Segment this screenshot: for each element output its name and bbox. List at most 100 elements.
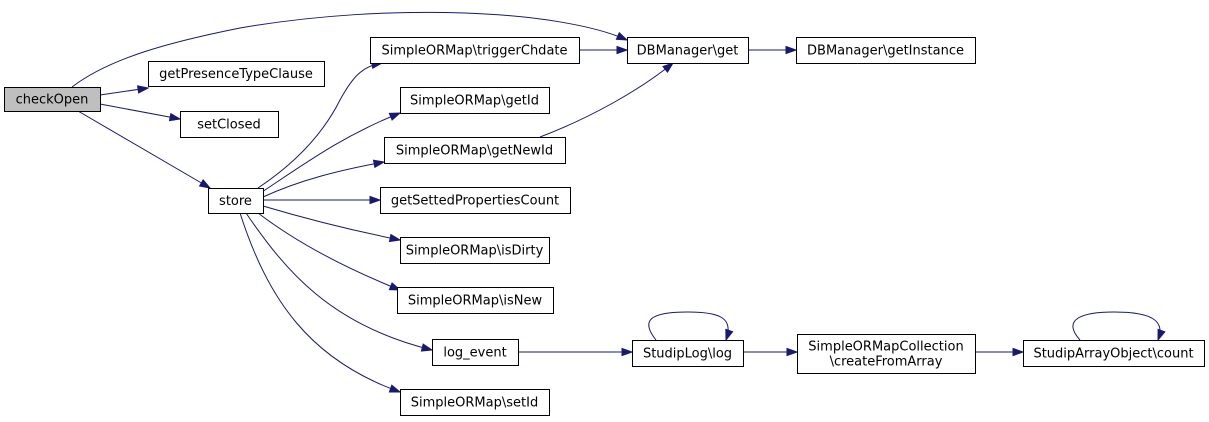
- edge-arrowhead: [1157, 328, 1166, 342]
- node-label: StudipLog\log: [643, 347, 732, 362]
- edge-arrowhead: [168, 112, 182, 122]
- edge-store-to-getId: [261, 112, 402, 193]
- edge-getNewId-to-dbget: [539, 62, 675, 138]
- node-dbget[interactable]: DBManager\get: [627, 37, 749, 64]
- edge-createFromArray-to-count: [975, 347, 1025, 357]
- edge-arrowhead: [372, 159, 386, 169]
- node-label: setClosed: [197, 118, 261, 133]
- edge-line: [71, 11, 628, 88]
- node-label: SimpleORMap\isNew: [408, 294, 543, 309]
- node-box: [208, 188, 264, 214]
- node-label: DBManager\get: [637, 44, 739, 59]
- node-checkOpen[interactable]: checkOpen: [4, 87, 101, 112]
- edge-arrowhead: [1012, 347, 1025, 357]
- edge-line: [1072, 311, 1161, 341]
- node-label: SimpleORMap\getId: [410, 94, 539, 109]
- edge-studiplog-to-createFromArray: [743, 347, 799, 357]
- node-box: [400, 237, 550, 264]
- edge-line: [245, 212, 433, 351]
- node-label: getPresenceTypeClause: [159, 67, 313, 82]
- edge-arrowhead: [388, 384, 402, 393]
- edge-log_event-to-studiplog: [518, 347, 634, 357]
- node-box: [632, 340, 744, 367]
- node-box: [400, 87, 550, 114]
- node-getPresenceTypeClause[interactable]: getPresenceTypeClause: [148, 61, 325, 87]
- edge-arrowhead: [786, 347, 799, 357]
- edge-arrowhead: [621, 347, 634, 357]
- node-store[interactable]: store: [208, 188, 264, 214]
- edge-arrowhead: [662, 62, 675, 73]
- node-label: getSettedPropertiesCount: [391, 194, 559, 209]
- node-box: [796, 37, 976, 64]
- edge-dbget-to-getInstance: [748, 45, 798, 55]
- edge-store-to-isDirty: [262, 205, 402, 243]
- node-box: [432, 339, 519, 366]
- node-getId[interactable]: SimpleORMap\getId: [400, 87, 550, 114]
- edge-line: [257, 212, 401, 291]
- edge-line: [262, 161, 385, 198]
- edge-line: [261, 112, 401, 193]
- edge-arrowhead: [136, 85, 150, 94]
- node-studiplog[interactable]: StudipLog\log: [632, 340, 744, 367]
- edges-layer: [71, 11, 1166, 393]
- node-getSettedPropertiesCount[interactable]: getSettedPropertiesCount: [380, 187, 571, 214]
- edge-arrowhead: [369, 195, 382, 205]
- edge-arrowhead: [198, 178, 212, 189]
- edge-store-to-log_event: [245, 212, 434, 352]
- node-box: [797, 334, 976, 374]
- edge-arrowhead: [725, 328, 734, 342]
- edge-store-to-isNew: [257, 212, 402, 291]
- node-log_event[interactable]: log_event: [432, 339, 519, 366]
- node-isDirty[interactable]: SimpleORMap\isDirty: [400, 237, 550, 264]
- node-label: log_event: [443, 346, 506, 361]
- edge-arrowhead: [388, 112, 402, 121]
- node-box: [148, 61, 325, 87]
- node-box: [180, 111, 279, 138]
- edge-checkOpen-to-dbget: [71, 11, 629, 88]
- edge-arrowhead: [420, 343, 434, 352]
- edge-checkOpen-to-getPresenceTypeClause: [99, 85, 150, 96]
- edge-arrowhead: [388, 233, 402, 243]
- node-setClosed[interactable]: setClosed: [180, 111, 279, 138]
- edge-arrowhead: [616, 45, 629, 55]
- edge-studiplog-to-studiplog: [648, 311, 734, 342]
- node-label: SimpleORMap\triggerChdate: [382, 44, 568, 59]
- node-box: [370, 37, 580, 64]
- node-label: store: [219, 194, 252, 209]
- edge-checkOpen-to-store: [77, 110, 212, 189]
- edge-arrowhead: [785, 45, 798, 55]
- edge-count-to-count: [1072, 311, 1166, 342]
- edge-store-to-setId: [239, 212, 402, 393]
- node-box: [400, 389, 550, 416]
- edge-line: [539, 62, 674, 138]
- node-box: [627, 37, 749, 64]
- node-box: [380, 187, 571, 214]
- node-count[interactable]: StudipArrayObject\count: [1023, 340, 1205, 367]
- node-createFromArray[interactable]: SimpleORMapCollection\createFromArray: [797, 334, 976, 374]
- node-setId[interactable]: SimpleORMap\setId: [400, 389, 550, 416]
- node-triggerChdate[interactable]: SimpleORMap\triggerChdate: [370, 37, 580, 64]
- node-isNew[interactable]: SimpleORMap\isNew: [397, 287, 554, 314]
- node-getNewId[interactable]: SimpleORMap\getNewId: [384, 137, 566, 164]
- edge-triggerChdate-to-dbget: [579, 45, 629, 55]
- edge-line: [99, 103, 181, 120]
- node-label: checkOpen: [16, 93, 89, 108]
- node-box: [397, 287, 554, 314]
- node-label: SimpleORMap\isDirty: [406, 244, 544, 259]
- node-label: SimpleORMap\getNewId: [396, 144, 553, 159]
- edge-arrowhead: [615, 31, 629, 41]
- edge-line: [257, 62, 383, 189]
- nodes-layer: checkOpen getPresenceTypeClause setClosed s…: [4, 37, 1205, 416]
- node-box: [1023, 340, 1205, 367]
- node-label: \createFromArray: [830, 355, 943, 370]
- edge-line: [239, 212, 401, 393]
- node-label: StudipArrayObject\count: [1033, 347, 1193, 362]
- node-box: [384, 137, 566, 164]
- edge-store-to-getNewId: [262, 159, 386, 198]
- edge-line: [648, 311, 729, 341]
- node-label: SimpleORMapCollection: [808, 340, 963, 355]
- edge-line: [262, 205, 401, 241]
- node-getInstance[interactable]: DBManager\getInstance: [796, 37, 976, 64]
- node-box: [4, 87, 101, 112]
